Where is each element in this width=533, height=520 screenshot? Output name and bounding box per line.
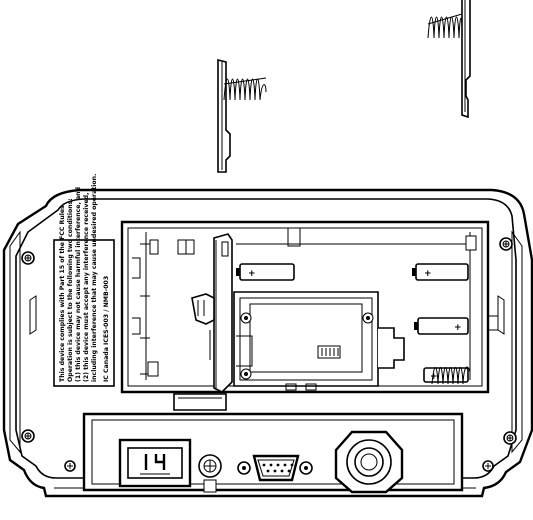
battery-compartment: + + + + bbox=[120, 220, 499, 394]
coil-spring-icon bbox=[431, 366, 471, 385]
screw-icon bbox=[21, 251, 35, 265]
connector-panel bbox=[82, 412, 464, 494]
battery-plus-icon: + bbox=[424, 269, 432, 279]
battery-outline-upper-right: + bbox=[412, 263, 469, 281]
battery-contact-tab bbox=[147, 239, 195, 377]
compliance-line-4: (2) this device must accept any interfer… bbox=[83, 193, 90, 382]
battery-plus-icon: + bbox=[430, 372, 438, 382]
compliance-line-3: (1) this device may not cause harmful in… bbox=[75, 187, 82, 382]
compliance-label: This device complies with Part 15 of the… bbox=[53, 174, 115, 387]
rs232-serial-port[interactable] bbox=[237, 454, 313, 482]
spring-contact-plate-left bbox=[217, 58, 267, 173]
compliance-line-5: including interference that may cause un… bbox=[91, 174, 98, 382]
circuit-board bbox=[233, 291, 405, 391]
screw-icon bbox=[503, 431, 517, 445]
cable-gland[interactable] bbox=[334, 430, 404, 494]
battery-outline-lower-right: + bbox=[414, 317, 469, 335]
latch-clip bbox=[191, 293, 215, 360]
battery-plus-icon: + bbox=[454, 323, 462, 333]
battery-outline-upper-left: + bbox=[236, 263, 295, 281]
spring-contact-plate-installed bbox=[213, 233, 233, 393]
compliance-line-1: This device complies with Part 15 of the… bbox=[59, 203, 66, 382]
battery-plus-icon: + bbox=[248, 269, 256, 279]
ac-power-inlet[interactable] bbox=[118, 438, 192, 488]
compliance-line-2: Operation is subject to the following tw… bbox=[67, 198, 74, 382]
compartment-lip bbox=[173, 393, 227, 411]
spring-contact-plate-right bbox=[427, 0, 471, 119]
connector-chip-icon bbox=[317, 345, 341, 359]
screw-icon bbox=[499, 237, 513, 251]
screw-icon bbox=[21, 429, 35, 443]
screw-icon bbox=[482, 460, 494, 472]
coil-spring-icon bbox=[223, 77, 267, 101]
compliance-model-line: IC Canada ICES-003 / NMB-003 bbox=[103, 276, 110, 382]
coil-spring-icon bbox=[427, 13, 463, 39]
ground-screw-icon bbox=[198, 454, 222, 493]
screw-icon bbox=[64, 460, 76, 472]
